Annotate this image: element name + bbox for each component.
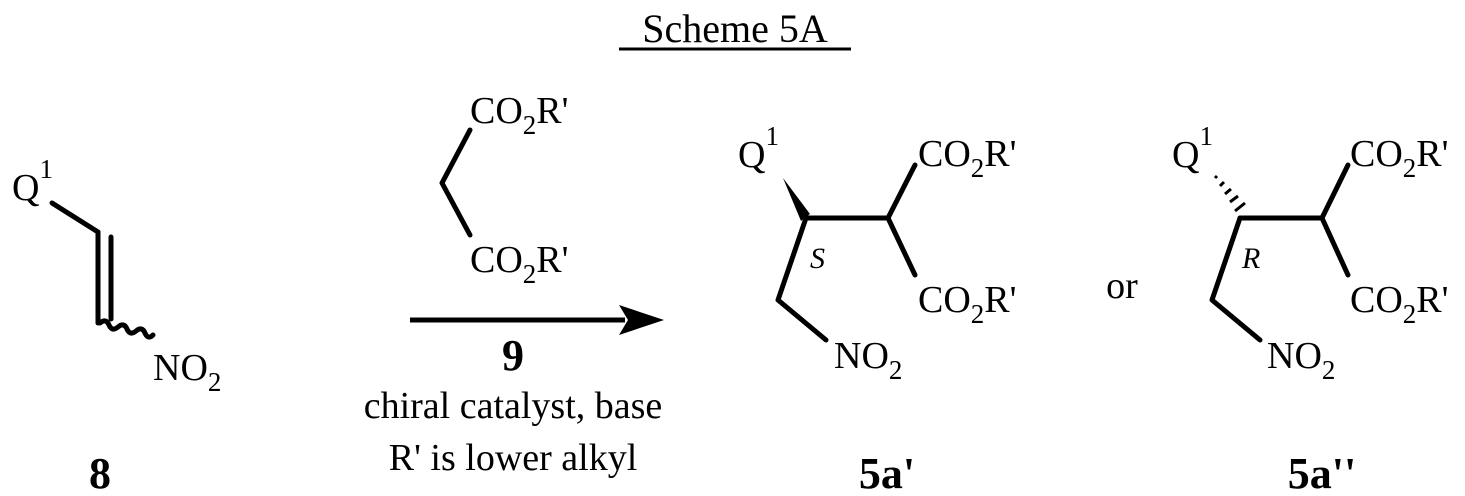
reagent-9-ester-bottom: CO2R' (470, 239, 569, 289)
compound-8-label: 8 (89, 449, 111, 496)
product-5a-prime-ester-bottom-bond (888, 218, 915, 275)
product-5a-double-prime: Q1 CO2R' CO2R' R NO2 5a'' (1172, 121, 1449, 496)
compound-8-q: Q1 (12, 154, 53, 209)
product-5a-prime-q: Q1 (738, 121, 779, 176)
product-5a-double-prime-label: 5a'' (1288, 449, 1356, 496)
product-5a-prime-ester-top: CO2R' (918, 133, 1017, 183)
product-5a-prime-wedge-bond (783, 178, 810, 221)
product-5a-prime-label: 5a' (859, 449, 915, 496)
product-5a-double-prime-nitro: NO2 (1267, 335, 1335, 385)
product-5a-prime: Q1 CO2R' CO2R' S NO2 5a' (738, 121, 1017, 496)
product-5a-prime-ch2-bond (778, 218, 826, 340)
compound-8-nitro: NO2 (153, 347, 221, 397)
compound-8-q-bond (52, 203, 98, 232)
or-text: or (1106, 265, 1138, 307)
product-5a-double-prime-ester-top-bond (1322, 165, 1348, 218)
compound-8: Q1 NO2 8 (12, 154, 221, 496)
product-5a-double-prime-ester-bottom: CO2R' (1350, 279, 1449, 329)
product-5a-prime-stereo-label: S (810, 242, 825, 275)
product-5a-double-prime-ester-top: CO2R' (1350, 133, 1449, 183)
reagent-9-label: 9 (502, 331, 524, 380)
conditions-line-2: R' is lower alkyl (389, 437, 638, 479)
scheme-title: Scheme 5A (642, 6, 828, 51)
product-5a-double-prime-hashed-bond (1215, 176, 1245, 211)
product-5a-double-prime-ch2-bond (1212, 218, 1260, 340)
reagent-9-ester-top: CO2R' (470, 90, 569, 140)
product-5a-double-prime-stereo-label: R (1241, 242, 1260, 275)
product-5a-double-prime-ester-bottom-bond (1322, 218, 1348, 275)
reagent-9-bonds (442, 130, 470, 235)
conditions-line-1: chiral catalyst, base (364, 385, 663, 427)
reagent-9: CO2R' CO2R' (442, 90, 569, 289)
product-5a-prime-ester-bottom: CO2R' (918, 279, 1017, 329)
product-5a-prime-nitro: NO2 (834, 335, 902, 385)
product-5a-double-prime-q: Q1 (1172, 121, 1213, 176)
compound-8-wavy-bond (100, 321, 153, 337)
reaction-arrow (410, 305, 664, 335)
product-5a-prime-ester-top-bond (888, 165, 915, 218)
